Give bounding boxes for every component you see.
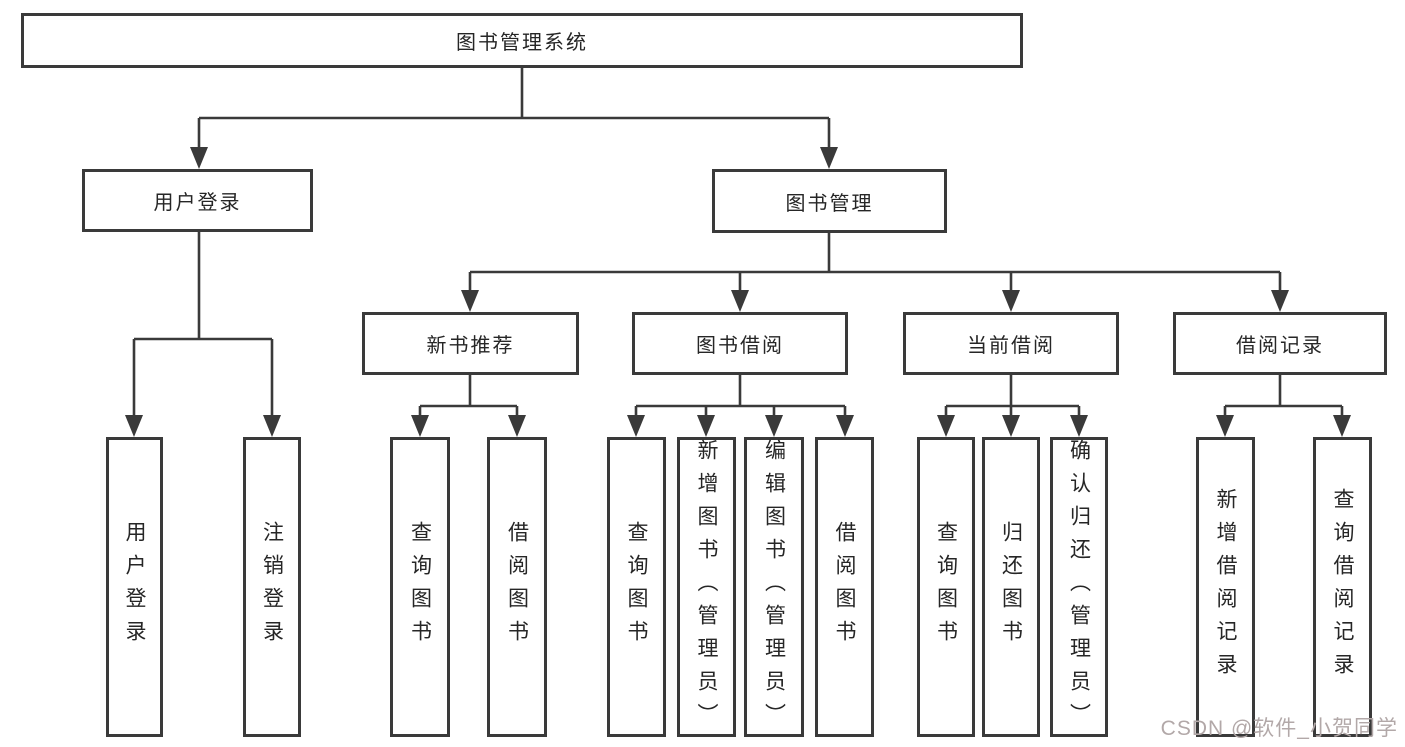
node-label: 注销登录	[260, 521, 284, 653]
node-label: 查询图书	[934, 521, 958, 653]
node-label: 图书管理	[785, 192, 874, 215]
leaf-add-borrow-record: 新增借阅记录	[1196, 437, 1255, 737]
node-label: 归还图书	[999, 521, 1023, 653]
node-label: 新书推荐	[426, 335, 515, 357]
leaf-query-books-2: 查询图书	[607, 437, 666, 737]
leaf-return-books: 归还图书	[982, 437, 1040, 737]
node-label: 用户登录	[123, 521, 146, 653]
leaf-borrow-books-2: 借阅图书	[815, 437, 874, 737]
node-book-management: 图书管理	[712, 169, 947, 233]
node-borrowing-records: 借阅记录	[1173, 312, 1387, 375]
node-label: 查询借阅记录	[1331, 488, 1354, 686]
node-label: 图书管理系统	[456, 32, 588, 54]
leaf-logout: 注销登录	[243, 437, 301, 737]
leaf-confirm-return-admin: 确认归还（管理员）	[1050, 437, 1108, 737]
arrowheads	[125, 147, 1351, 437]
csdn-watermark: CSDN @软件_小贺同学	[1160, 717, 1398, 740]
node-label: 新增图书（管理员）	[695, 438, 718, 736]
node-label: 借阅图书	[833, 521, 856, 653]
node-label: 当前借阅	[967, 335, 1055, 357]
leaf-borrow-books-1: 借阅图书	[487, 437, 547, 737]
leaf-edit-books-admin: 编辑图书（管理员）	[744, 437, 804, 737]
node-label: 确认归还（管理员）	[1067, 438, 1091, 736]
node-label: 编辑图书（管理员）	[762, 438, 786, 736]
node-label: 查询图书	[408, 521, 432, 653]
leaf-add-books-admin: 新增图书（管理员）	[677, 437, 736, 737]
node-label: 用户登录	[153, 192, 242, 214]
node-label: 借阅记录	[1236, 335, 1324, 357]
node-label: 图书借阅	[696, 335, 784, 357]
node-user-login: 用户登录	[82, 169, 313, 232]
node-label: 查询图书	[625, 521, 648, 653]
node-library-management-system: 图书管理系统	[21, 13, 1023, 68]
leaf-query-books-1: 查询图书	[390, 437, 450, 737]
node-label: 借阅图书	[505, 521, 529, 653]
leaf-query-borrow-record: 查询借阅记录	[1313, 437, 1372, 737]
leaf-user-login: 用户登录	[106, 437, 163, 737]
node-current-borrowing: 当前借阅	[903, 312, 1119, 375]
leaf-query-books-3: 查询图书	[917, 437, 975, 737]
node-book-borrowing: 图书借阅	[632, 312, 848, 375]
node-label: 新增借阅记录	[1214, 488, 1237, 686]
node-new-book-recommendation: 新书推荐	[362, 312, 579, 375]
